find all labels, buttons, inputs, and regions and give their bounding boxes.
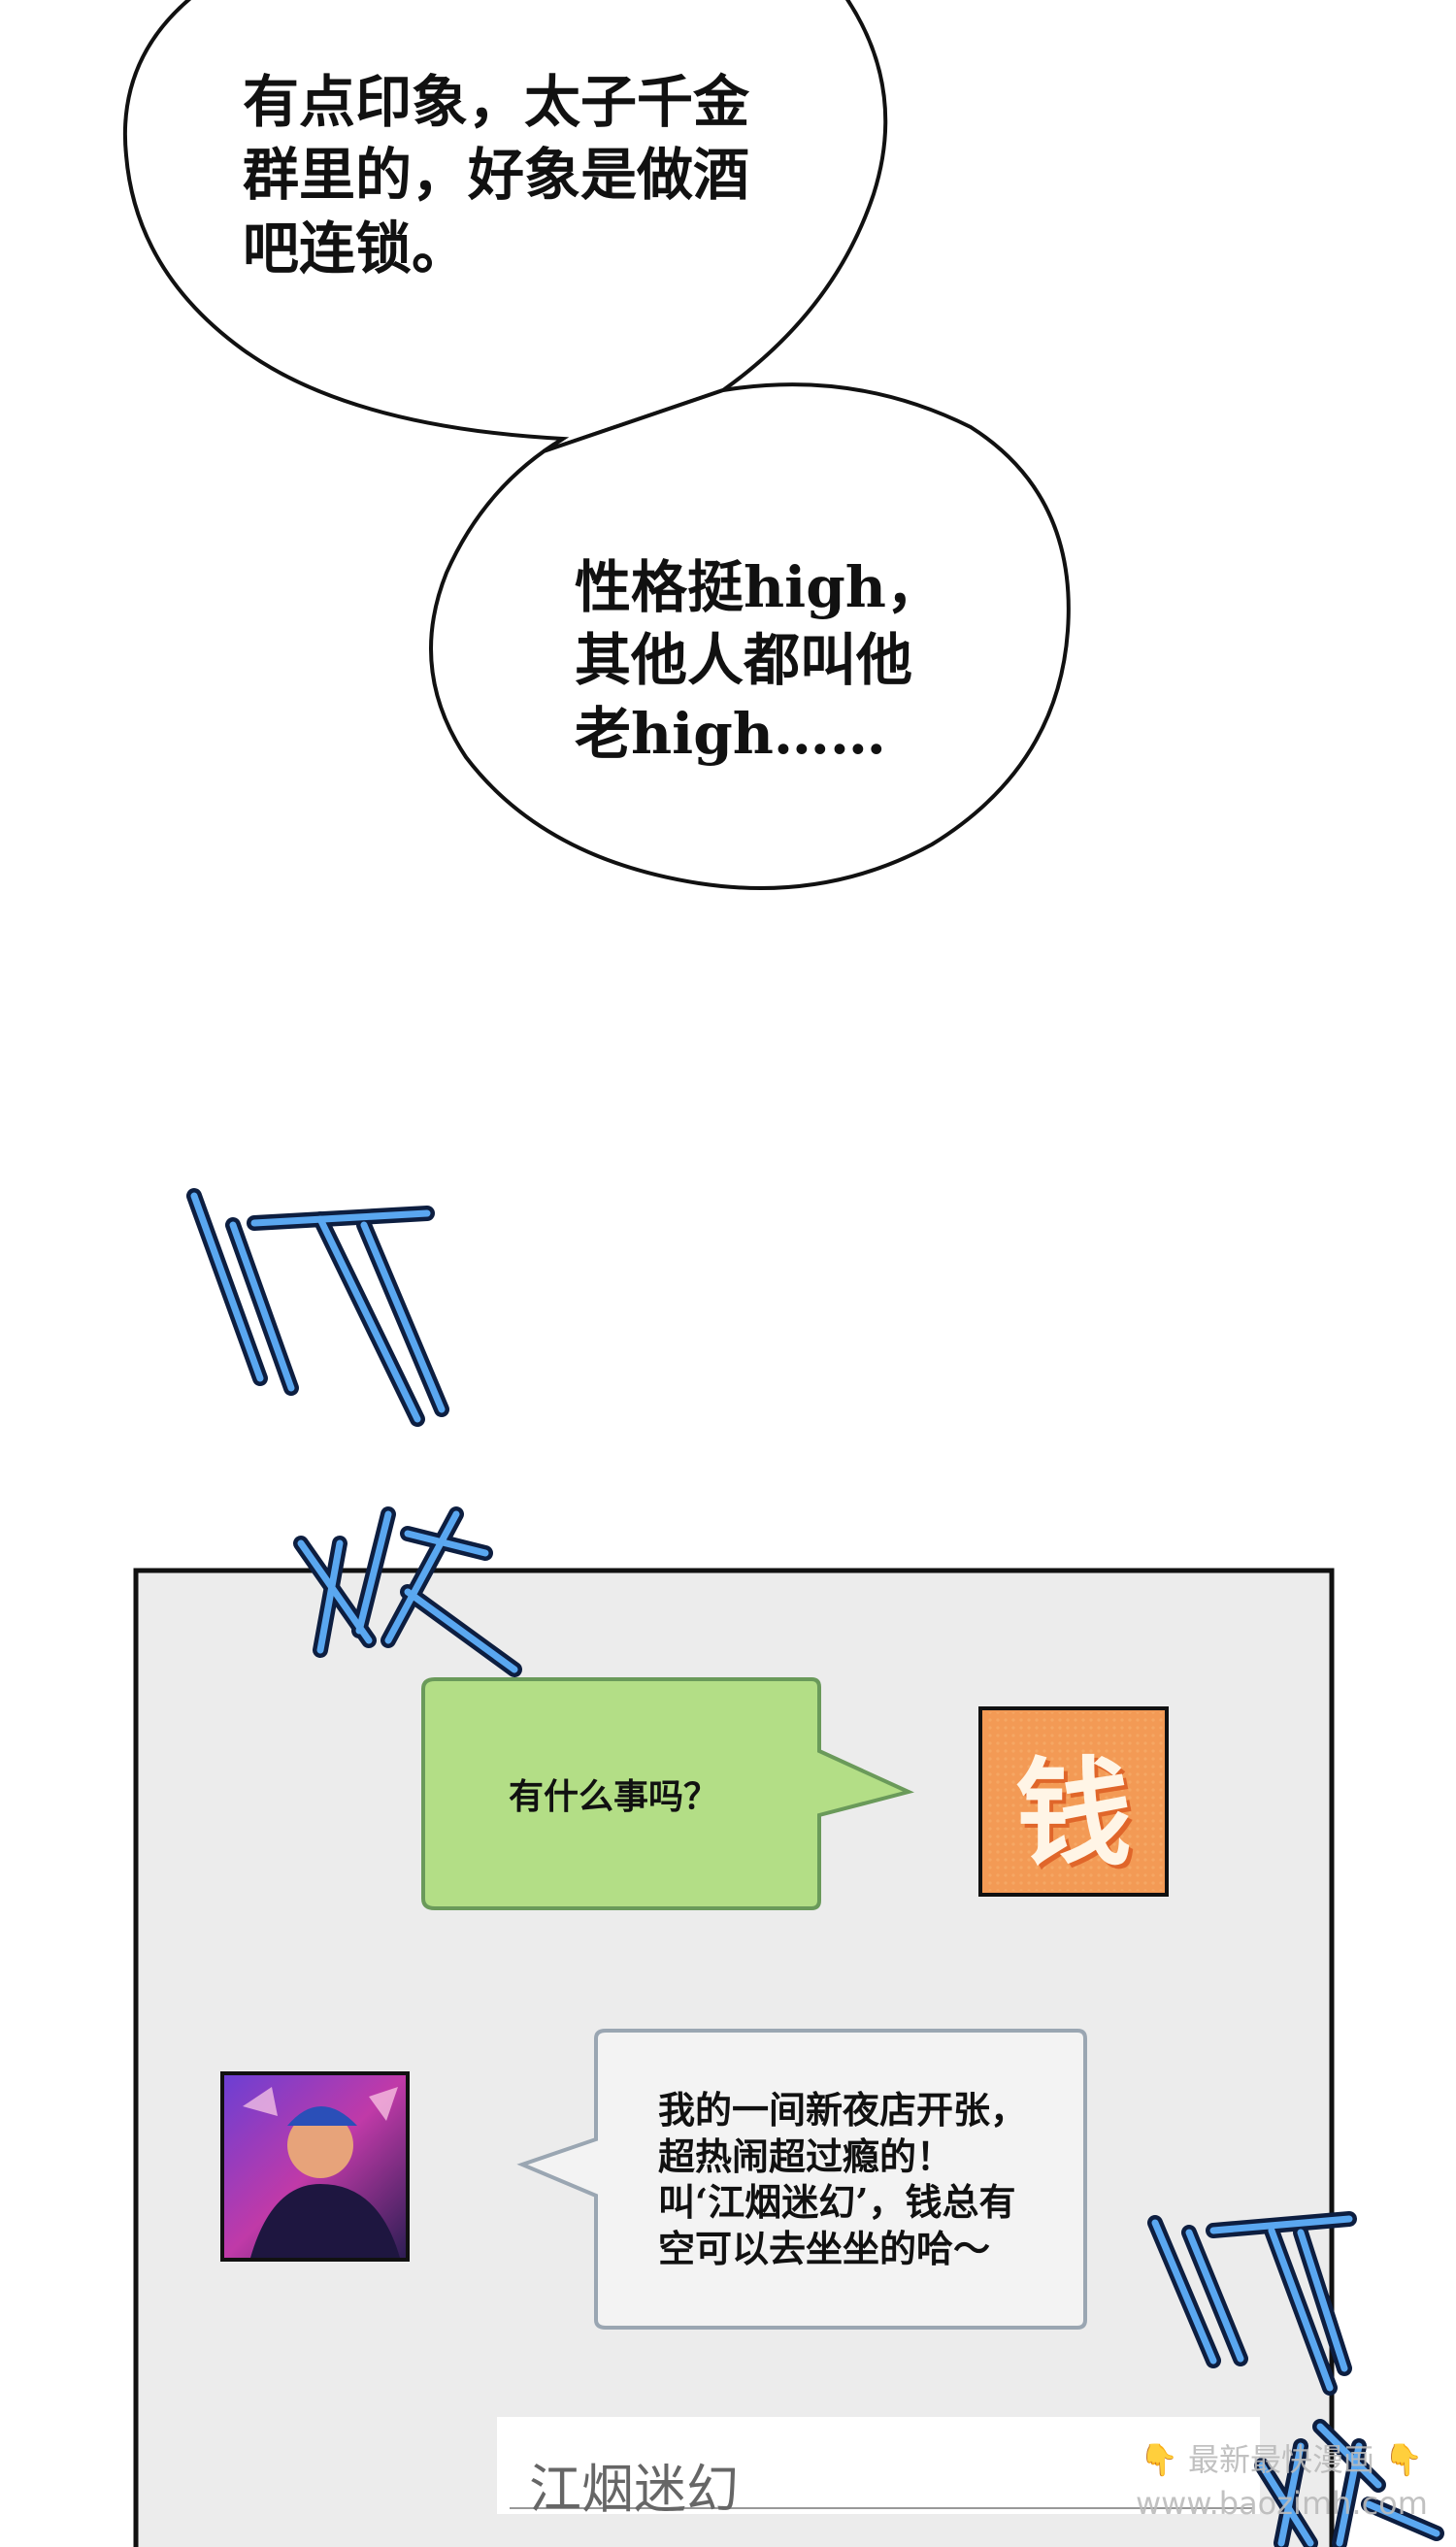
search-bar — [497, 2417, 1260, 2514]
watermark-line-1: 👇 最新最快漫画 👇 — [1139, 2441, 1424, 2478]
self-message-bubble — [421, 1677, 914, 1910]
other-message-bubble — [516, 2029, 1087, 2330]
watermark: 👇 最新最快漫画 👇 www.baozimh.com — [1136, 2438, 1428, 2535]
self-avatar-label: 钱 — [1015, 1745, 1132, 1882]
speech-bubble-2 — [429, 382, 1071, 890]
speech-bubble-1 — [122, 0, 888, 453]
self-message-text: 有什么事吗？ — [509, 1776, 719, 1817]
sfx-ding-1 — [186, 1188, 449, 1427]
other-message-text: 我的一间新夜店开张， 超热闹超过瘾的！ 叫‘江烟迷幻’，钱总有 空可以去坐坐的哈… — [658, 2088, 1028, 2270]
watermark-line-2: www.baozimh.com — [1136, 2484, 1428, 2522]
speech-bubble-1-text: 有点印象，太子千金 群里的，好象是做酒 吧连锁。 — [243, 69, 750, 281]
sfx-dong-1 — [293, 1506, 522, 1677]
sfx-ding-2 — [1147, 2211, 1357, 2396]
search-input[interactable]: 江烟迷幻 — [529, 2459, 739, 2520]
sfx-dong-2 — [1254, 2419, 1444, 2547]
speech-bubble-2-text: 性格挺high， 其他人都叫他 老high…… — [575, 554, 943, 767]
